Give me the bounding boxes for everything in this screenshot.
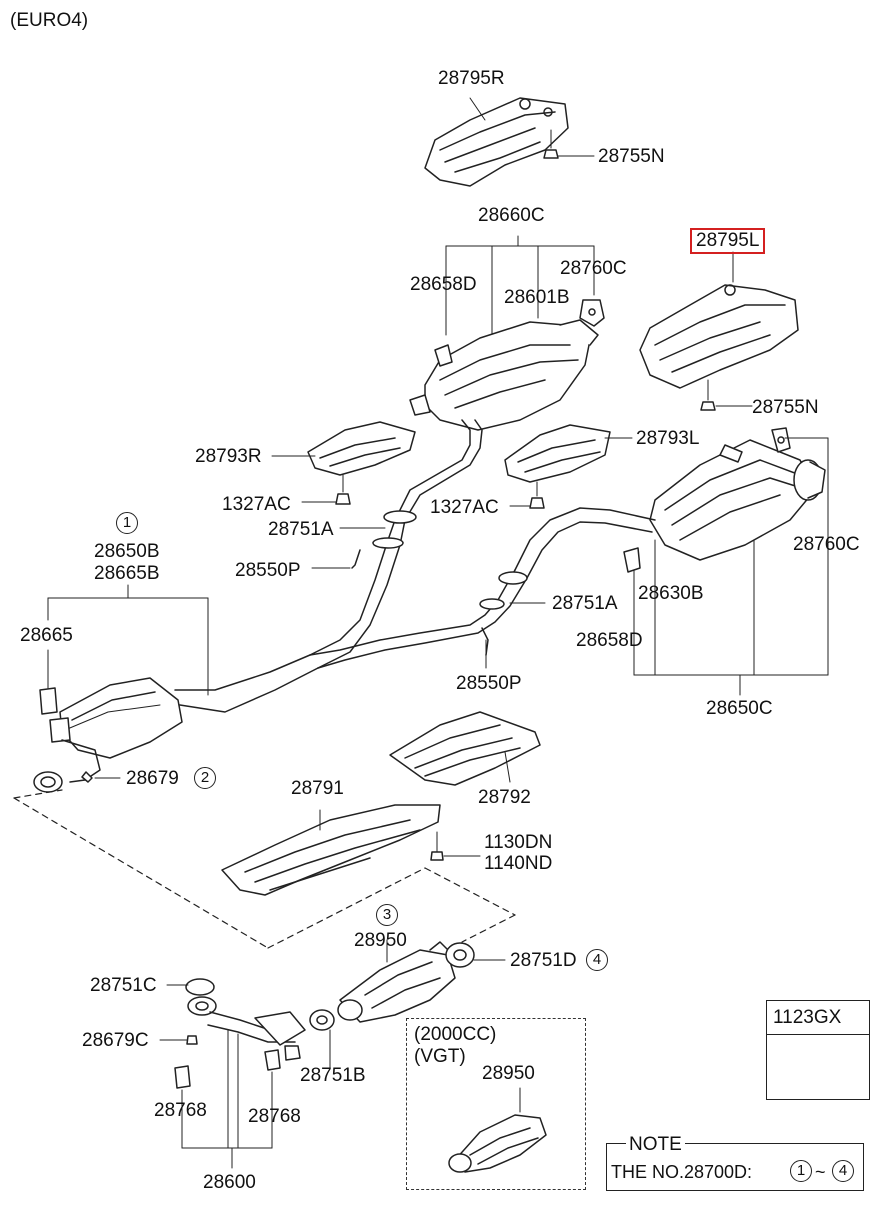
label-28768-left: 28768 [154,1100,207,1121]
label-1130dn: 1130DN [484,832,553,853]
vgt-variant-box [406,1018,586,1190]
label-28658d-top: 28658D [410,274,477,295]
fastener-box [766,1000,870,1100]
heat-shield-28795l [639,251,799,411]
label-28950: 28950 [354,930,407,951]
label-28658d-right: 28658D [576,630,643,651]
center-pipe [174,507,656,713]
variant-label: (EURO4) [10,10,89,31]
label-28660c: 28660C [478,205,545,226]
note-range-sep: ~ [815,1162,826,1182]
note-callout-4: 4 [832,1160,854,1182]
label-28550p-left: 28550P [235,560,301,581]
heat-shield-28793l [504,424,633,509]
callout-1: 1 [116,512,138,534]
label-28795r: 28795R [438,68,505,89]
label-28751a-left: 28751A [268,519,334,540]
label-28755n-top: 28755N [598,146,665,167]
label-28792: 28792 [478,787,531,808]
nut-28755n-top [543,129,595,159]
note-text: THE NO.28700D: [611,1162,753,1182]
label-1327ac-mid: 1327AC [430,497,499,518]
label-28679c: 28679C [82,1030,149,1051]
label-28600: 28600 [203,1172,256,1193]
label-28650b: 28650B [94,541,160,562]
label-28601b: 28601B [504,287,570,308]
center-muffler-28650b [33,584,209,793]
fastener-box-divider [766,1034,870,1035]
label-28793l: 28793L [636,428,700,449]
label-28755n-right: 28755N [752,397,819,418]
callout-4: 4 [586,949,608,971]
label-28791: 28791 [291,778,344,799]
hanger-28760c-top [579,299,605,327]
front-pipe-28600 [159,978,335,1169]
label-28679: 28679 [126,768,179,789]
heat-shield-28793r [271,421,416,505]
fastener-code: 1123GX [773,1007,842,1028]
vgt-line1: (2000CC) [414,1024,497,1045]
note-box [606,1143,864,1191]
note-title: NOTE [626,1134,685,1156]
label-28665: 28665 [20,625,73,646]
label-28630b: 28630B [638,583,704,604]
floor-shield-28791 [221,804,481,896]
heat-shield-28795r [424,97,569,187]
label-28760c-top: 28760C [560,258,627,279]
label-28650c: 28650C [706,698,773,719]
label-28550p-mid: 28550P [456,673,522,694]
label-28793r: 28793R [195,446,262,467]
label-28751a-right: 28751A [552,593,618,614]
dashed-guides [13,789,516,949]
front-converter-28660c [394,235,599,521]
catalytic-converter-28950 [337,939,506,1023]
label-1327ac-left: 1327AC [222,494,291,515]
floor-shield-28792 [389,711,541,786]
label-28768-right: 28768 [248,1106,301,1127]
label-28950-vgt: 28950 [482,1063,535,1084]
catalytic-28950-vgt [448,1087,547,1173]
callout-2: 2 [194,767,216,789]
label-28751b: 28751B [300,1065,366,1086]
label-28795l-highlighted: 28795L [690,228,766,254]
label-28751d: 28751D [510,950,577,971]
vgt-line2: (VGT) [414,1046,466,1067]
label-1140nd: 1140ND [484,853,553,874]
label-28751c: 28751C [90,975,157,996]
callout-3: 3 [376,904,398,926]
label-28665b: 28665B [94,563,160,584]
label-28760c-right: 28760C [793,534,860,555]
rear-muffler-28650c [623,427,829,696]
note-callout-1: 1 [790,1160,812,1182]
